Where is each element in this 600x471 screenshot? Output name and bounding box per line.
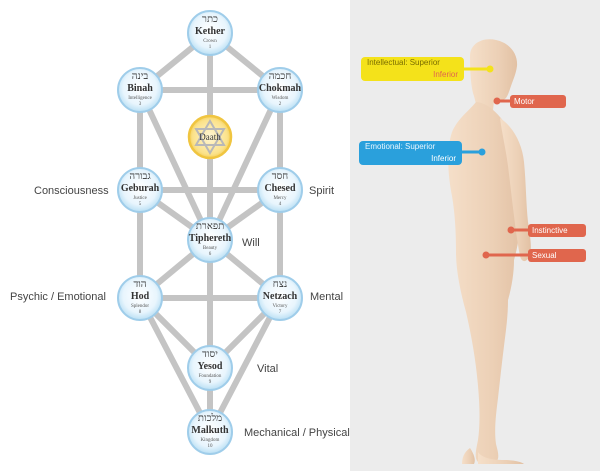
figure-arm: [500, 118, 531, 262]
tag-emotional-inferior: Inferior: [431, 154, 456, 163]
tag-motor-label: Motor: [514, 97, 535, 106]
tag-intellectual-superior: Intellectual: Superior: [367, 58, 440, 67]
sephira-subtitle: Victory: [273, 304, 288, 309]
tag-instinctive-label: Instinctive: [532, 226, 568, 235]
sephira-hebrew: נצח: [273, 279, 287, 290]
pointer-dot-motor: [493, 97, 501, 105]
tag-instinctive: Instinctive: [528, 224, 586, 237]
sephira-number: 2: [279, 102, 282, 107]
tag-motor: Motor: [510, 95, 566, 108]
label-spirit: Spirit: [309, 185, 334, 197]
sephira-name: Binah: [127, 83, 153, 94]
sephira-geburah: גבורה Geburah Justice 5: [117, 167, 163, 213]
label-vital: Vital: [257, 363, 278, 375]
sephira-subtitle: Beauty: [203, 246, 218, 251]
tag-emotional: Emotional: Superior Inferior: [359, 141, 462, 165]
sephira-number: 4: [279, 202, 282, 207]
tag-intellectual-inferior: Inferior: [433, 70, 458, 79]
pointer-dot-emotional: [478, 148, 486, 156]
figure-head: [470, 39, 518, 115]
tag-intellectual: Intellectual: Superior Inferior: [361, 57, 464, 81]
sephira-hebrew: כתר: [202, 14, 218, 25]
sephira-name: Yesod: [197, 361, 222, 372]
sephira-number: 7: [279, 310, 282, 315]
sephira-number: 1: [209, 45, 212, 50]
figure-body: [448, 102, 522, 462]
label-consciousness: Consciousness: [34, 185, 109, 197]
star-of-david-icon: [194, 119, 226, 155]
sephira-chesed: חסד Chesed Mercy 4: [257, 167, 303, 213]
tag-sexual: Sexual: [528, 249, 586, 262]
sephira-binah: בינה Binah Intelligence 3: [117, 67, 163, 113]
sephira-number: 10: [208, 444, 214, 449]
pointer-dot-sexual: [482, 251, 490, 259]
sephira-name: Chokmah: [259, 83, 302, 94]
label-mental: Mental: [310, 291, 343, 303]
sephira-hebrew: יסוד: [202, 349, 218, 360]
sephira-subtitle: Mercy: [273, 196, 287, 201]
sephira-hebrew: בינה: [132, 71, 149, 82]
label-will: Will: [242, 237, 260, 249]
sephira-kether: כתר Kether Crown 1: [187, 10, 233, 56]
path-binah-tiphereth: [137, 87, 213, 243]
sephira-hebrew: חסד: [272, 171, 288, 182]
label-mechanical-physical: Mechanical / Physical: [244, 427, 350, 439]
sephira-subtitle: Wisdom: [272, 96, 289, 101]
label-psychic-emotional: Psychic / Emotional: [10, 291, 106, 303]
sephira-name: Geburah: [121, 183, 160, 194]
sephira-hebrew: גבורה: [129, 171, 150, 182]
tag-sexual-label: Sexual: [532, 251, 557, 260]
sephira-hebrew: חכמה: [269, 71, 292, 82]
sephira-subtitle: Kingdom: [201, 438, 220, 443]
sephira-hod: הוד Hod Splendor 8: [117, 275, 163, 321]
center-pointers: [455, 65, 530, 259]
pointer-dot-intellectual: [486, 65, 494, 73]
sephira-subtitle: Foundation: [199, 374, 222, 379]
sephira-name: Netzach: [263, 291, 298, 302]
sephira-number: 5: [139, 202, 142, 207]
sephira-name: Tiphereth: [189, 233, 232, 244]
sephira-daath: Daath: [187, 114, 233, 160]
daath-label: Daath: [199, 132, 221, 142]
path-chokmah-tiphereth: [207, 87, 283, 243]
sephira-chokmah: חכמה Chokmah Wisdom 2: [257, 67, 303, 113]
pointer-dot-instinctive: [507, 226, 515, 234]
sephira-malkuth: מלכות Malkuth Kingdom 10: [187, 409, 233, 455]
path-hod-malkuth: [137, 295, 213, 435]
sephira-subtitle: Crown: [203, 39, 217, 44]
sephira-number: 6: [209, 252, 212, 257]
sephira-subtitle: Justice: [133, 196, 147, 201]
sephira-number: 8: [139, 310, 142, 315]
sephira-hebrew: תפארת: [196, 221, 224, 232]
sephira-name: Hod: [131, 291, 150, 302]
sephira-yesod: יסוד Yesod Foundation 9: [187, 345, 233, 391]
sephira-name: Kether: [195, 26, 226, 37]
path-netzach-malkuth: [207, 295, 283, 435]
sephira-netzach: נצח Netzach Victory 7: [257, 275, 303, 321]
sephira-number: 3: [139, 102, 142, 107]
human-figure: [448, 39, 531, 464]
sephira-tiphereth: תפארת Tiphereth Beauty 6: [187, 217, 233, 263]
sephira-name: Chesed: [264, 183, 296, 194]
figure-back-foot: [462, 448, 475, 464]
sephira-subtitle: Intelligence: [128, 96, 152, 101]
sephira-name: Malkuth: [191, 425, 229, 436]
sephira-hebrew: הוד: [133, 279, 146, 290]
sephira-number: 9: [209, 380, 212, 385]
figure-foot: [478, 452, 524, 464]
sephira-subtitle: Splendor: [131, 304, 149, 309]
sephira-hebrew: מלכות: [198, 412, 222, 424]
tag-emotional-superior: Emotional: Superior: [365, 142, 436, 151]
